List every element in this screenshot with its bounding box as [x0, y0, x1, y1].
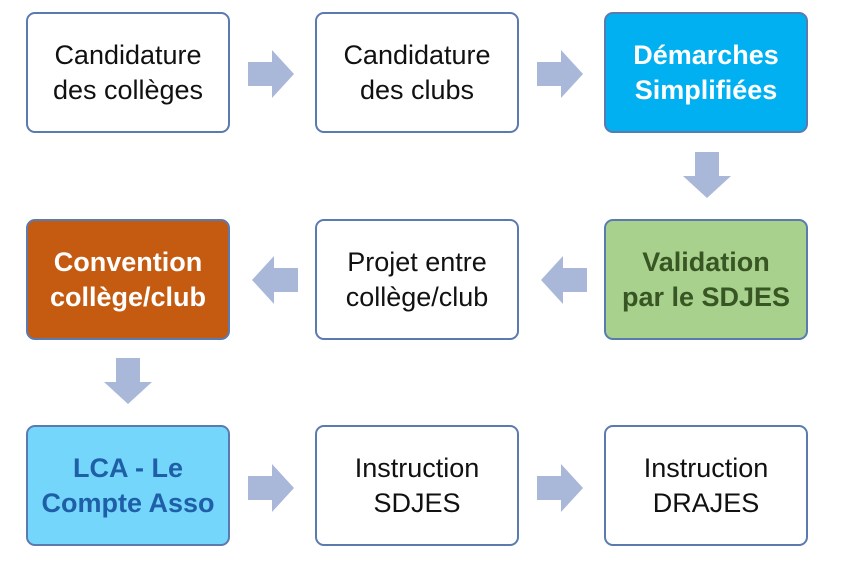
step-lca-line-2: Compte Asso — [41, 487, 215, 518]
step-candidature-colleges-line-1: Candidature — [54, 39, 202, 70]
arrow-right-icon — [248, 50, 294, 98]
step-validation-line-2: par le SDJES — [621, 281, 791, 312]
arrow-left-icon — [252, 256, 298, 304]
step-validation-line-1: Validation — [642, 246, 770, 277]
step-convention-line-2: collège/club — [49, 281, 207, 312]
step-demarches-simplifiees-line-2: Simplifiées — [634, 74, 778, 105]
step-candidature-colleges: Candidature des collèges — [26, 12, 230, 133]
step-candidature-clubs-line-2: des clubs — [359, 74, 475, 105]
step-convention-college-club: Convention collège/club — [26, 219, 230, 340]
step-instruction-drajes-line-2: DRAJES — [652, 487, 760, 518]
arrow-right-icon — [248, 464, 294, 512]
step-projet-line-1: Projet entre — [347, 246, 487, 277]
step-demarches-simplifiees-line-1: Démarches — [633, 39, 779, 70]
step-candidature-clubs: Candidature des clubs — [315, 12, 519, 133]
arrow-right-icon — [537, 464, 583, 512]
step-instruction-sdjes-line-2: SDJES — [373, 487, 461, 518]
step-demarches-simplifiees: Démarches Simplifiées — [604, 12, 808, 133]
step-instruction-sdjes-line-1: Instruction — [354, 452, 480, 483]
step-lca-line-1: LCA - Le — [73, 452, 183, 483]
step-projet-college-club: Projet entre collège/club — [315, 219, 519, 340]
step-candidature-clubs-line-1: Candidature — [343, 39, 491, 70]
step-lca-compte-asso: LCA - Le Compte Asso — [26, 425, 230, 546]
arrow-left-icon — [541, 256, 587, 304]
step-convention-line-1: Convention — [53, 246, 203, 277]
step-instruction-drajes: Instruction DRAJES — [604, 425, 808, 546]
step-projet-line-2: collège/club — [345, 281, 489, 312]
arrow-down-icon — [104, 358, 152, 404]
step-validation-sdjes: Validation par le SDJES — [604, 219, 808, 340]
arrow-right-icon — [537, 50, 583, 98]
arrow-down-icon — [683, 152, 731, 198]
step-instruction-sdjes: Instruction SDJES — [315, 425, 519, 546]
step-instruction-drajes-line-1: Instruction — [643, 452, 769, 483]
step-candidature-colleges-line-2: des collèges — [52, 74, 204, 105]
